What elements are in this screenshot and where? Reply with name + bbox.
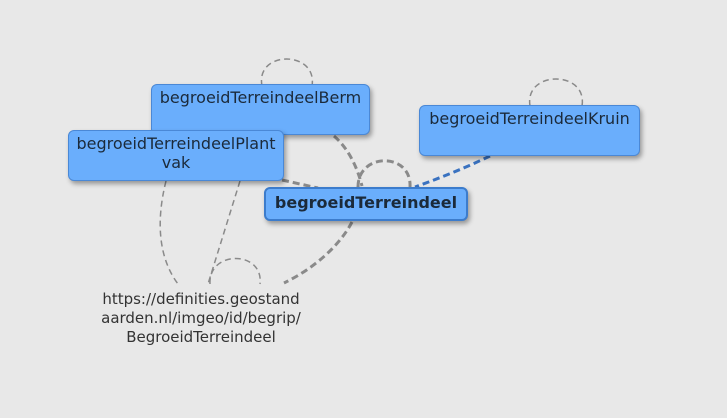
node-begroeid-terreindeel[interactable]: begroeidTerreindeel [264, 187, 468, 221]
node-begroeid-terreindeel-berm[interactable]: begroeidTerreindeelBerm [151, 84, 370, 135]
node-uri-label[interactable]: https://definities.geostandaarden.nl/img… [101, 290, 301, 346]
edge-berm-main [332, 134, 364, 187]
edge-main-uri [283, 221, 354, 285]
edge-main-self-loop [356, 159, 412, 188]
edge-plantvak-main [281, 178, 319, 190]
edge-uri-self-loop [209, 257, 261, 285]
edge-berm-self-loop [260, 58, 313, 87]
edge-plantvak-uri-left [159, 180, 179, 285]
edge-kruin-self-loop [529, 78, 583, 107]
edge-kruin-main [414, 154, 491, 189]
edge-plantvak-uri-right [207, 180, 241, 285]
node-begroeid-terreindeel-plantvak[interactable]: begroeidTerreindeelPlantvak [68, 130, 284, 181]
node-begroeid-terreindeel-kruin[interactable]: begroeidTerreindeelKruin [419, 105, 640, 156]
